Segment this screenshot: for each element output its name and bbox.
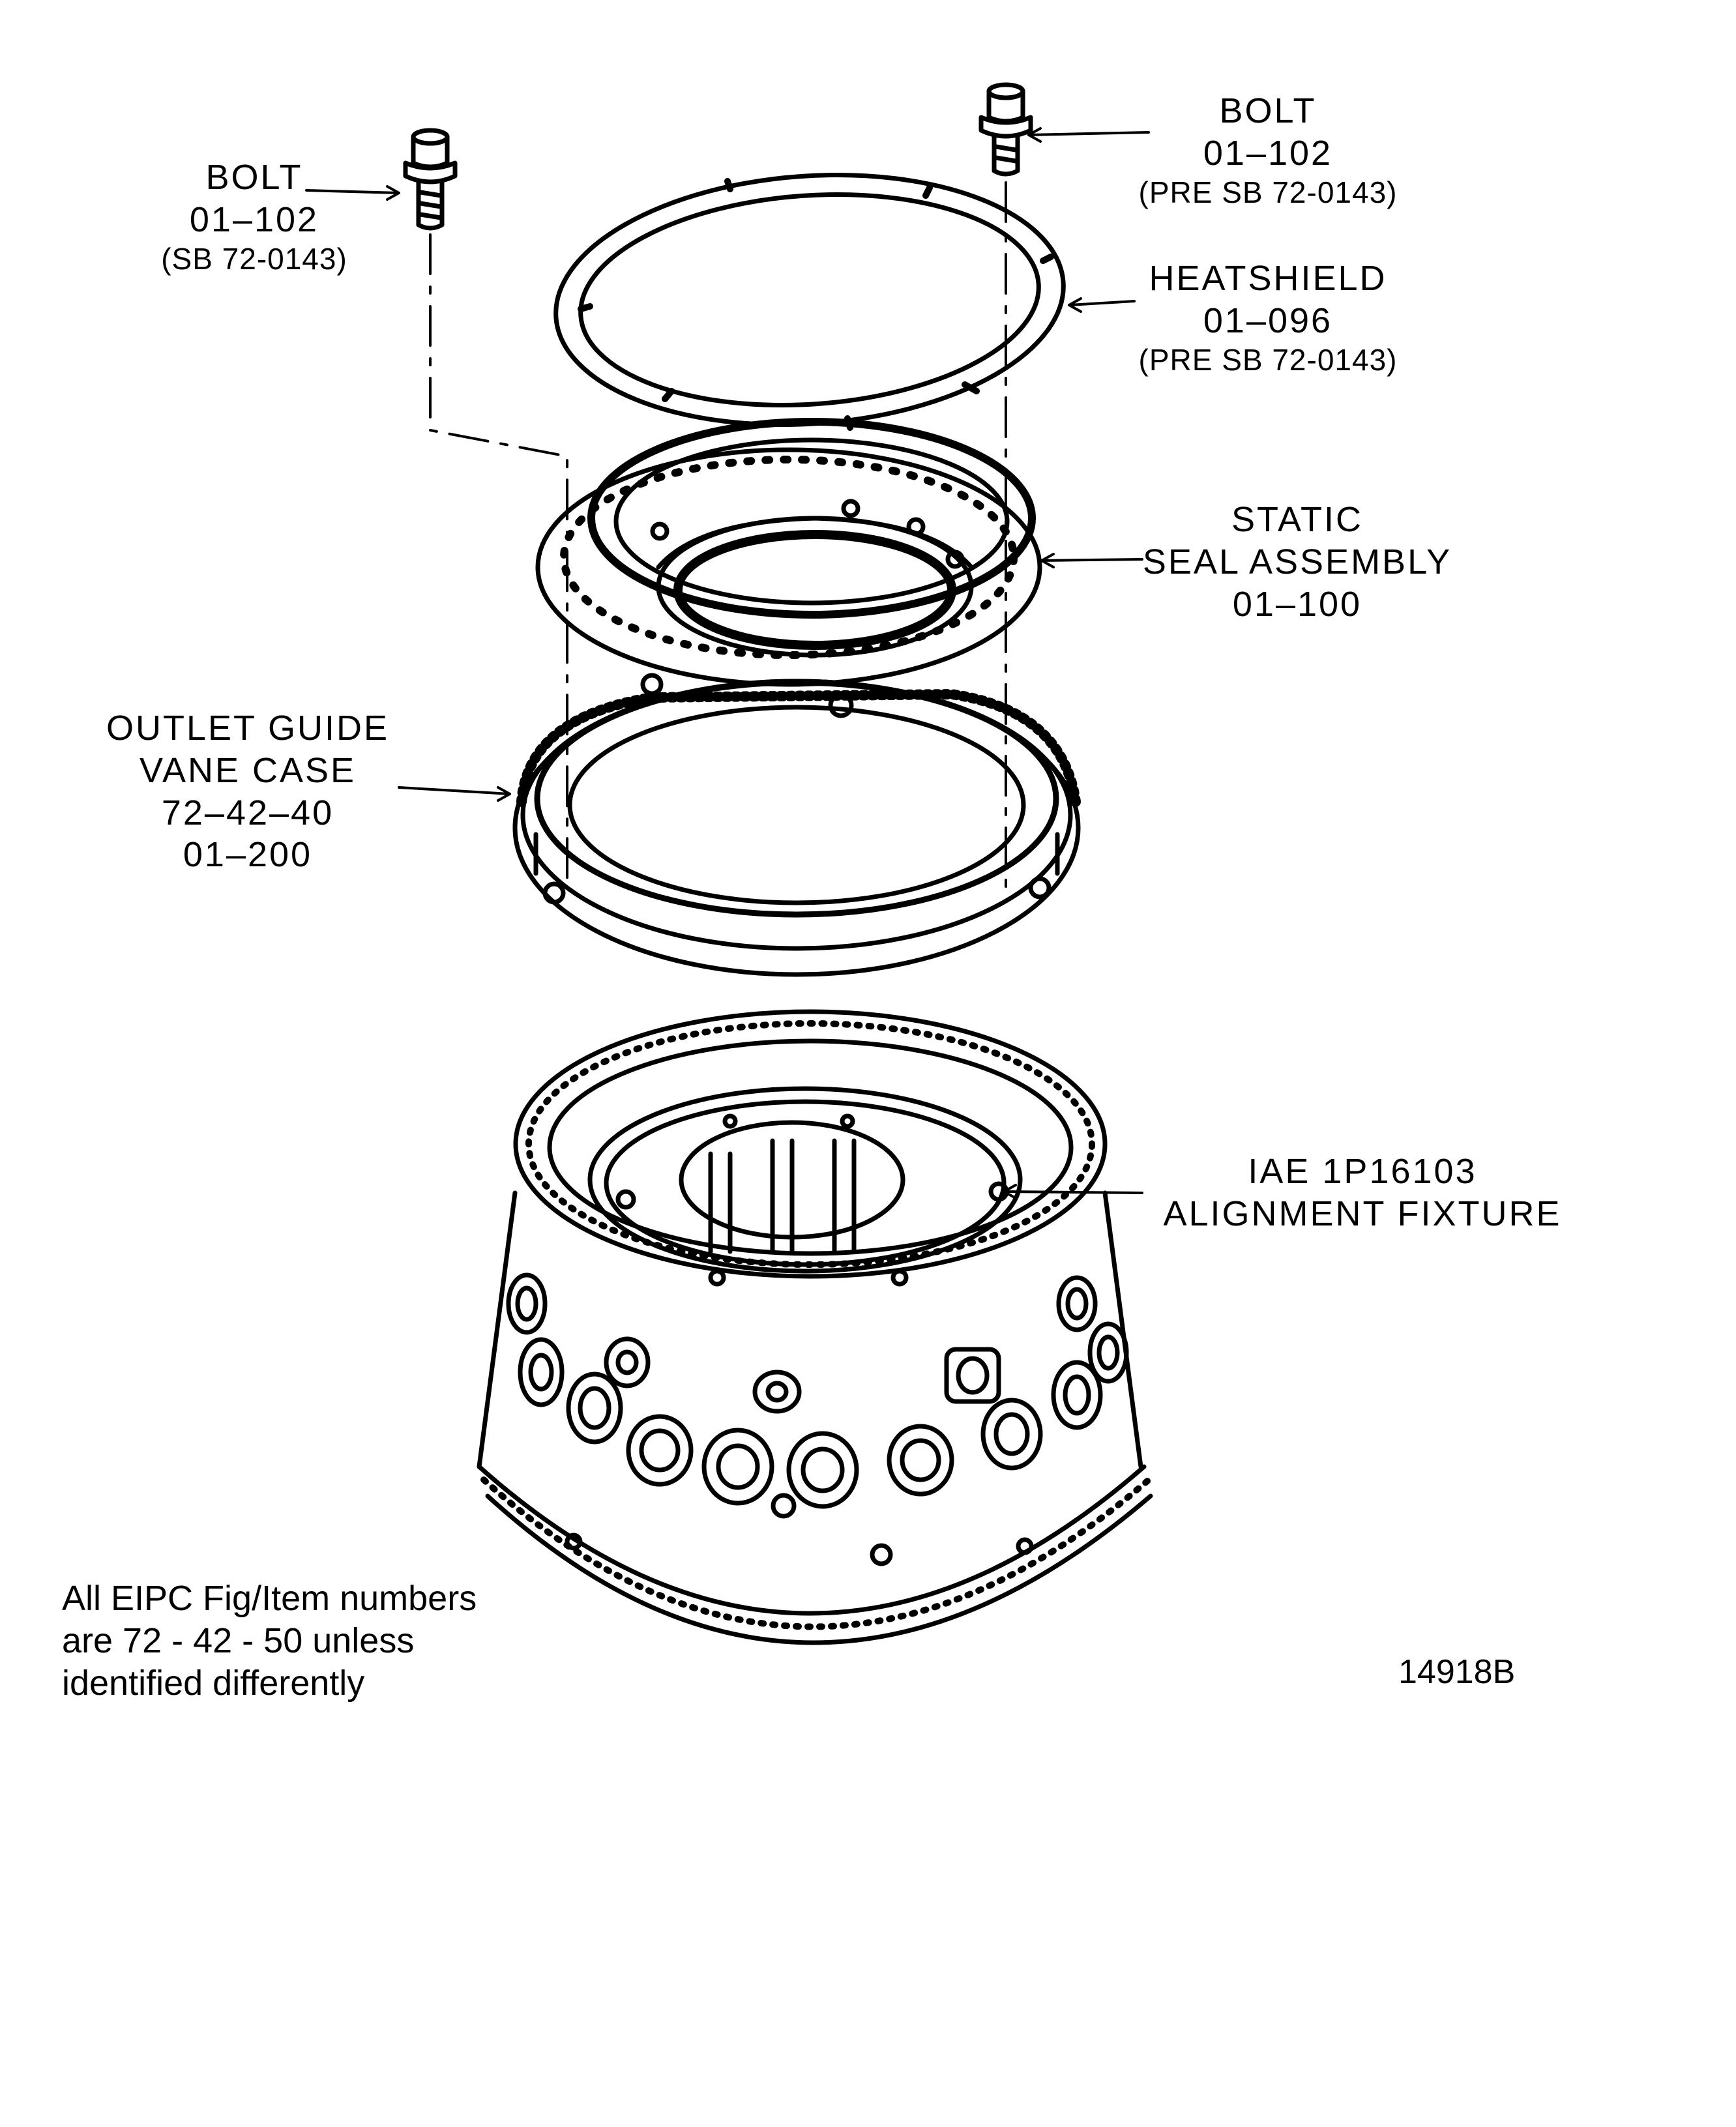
leader-lines	[305, 127, 1150, 1199]
figure-id: 14918B	[1398, 1653, 1516, 1691]
footnote-line1: All EIPC Fig/Item numbers	[62, 1579, 477, 1618]
callout-heatshield: HEATSHIELD 01–096 (PRE SB 72-0143)	[1121, 257, 1415, 378]
callout-bolt-pre-sb-item: 01–102	[1203, 133, 1333, 173]
static-seal-assembly-drawing	[535, 418, 1042, 687]
callout-bolt-sb-note: (SB 72-0143)	[161, 241, 347, 276]
callout-bolt-sb-name: BOLT	[205, 158, 303, 197]
footnote: All EIPC Fig/Item numbers are 72 - 42 - …	[62, 1577, 477, 1704]
callout-static-seal-assembly: STATIC SEAL ASSEMBLY 01–100	[1134, 499, 1460, 625]
callout-outlet-guide-vane-case: OUTLET GUIDE VANE CASE 72–42–40 01–200	[91, 707, 404, 876]
callout-bolt-sb-item: 01–102	[189, 199, 319, 239]
callout-heatshield-item: 01–096	[1203, 301, 1333, 340]
alignment-fixture-drawing	[477, 1009, 1153, 1645]
footnote-line2: are 72 - 42 - 50 unless	[62, 1621, 415, 1660]
bolt-right-drawing	[978, 82, 1033, 177]
outlet-guide-vane-case-drawing	[512, 673, 1081, 977]
callout-alignment-fixture: IAE 1P16103 ALIGNMENT FIXTURE	[1147, 1151, 1578, 1235]
footnote-line3: identified differently	[62, 1663, 365, 1703]
callout-bolt-pre-sb-note: (PRE SB 72-0143)	[1138, 175, 1398, 209]
heatshield-drawing	[553, 173, 1066, 431]
callout-static-seal-item: 01–100	[1232, 584, 1362, 624]
callout-alignment-fixture-line2: ALIGNMENT FIXTURE	[1163, 1194, 1562, 1233]
callout-ogv-case-item: 01–200	[183, 835, 313, 875]
callout-heatshield-name: HEATSHIELD	[1149, 259, 1387, 298]
callout-static-seal-line2: SEAL ASSEMBLY	[1142, 542, 1452, 581]
callout-bolt-sb: BOLT 01–102 (SB 72-0143)	[117, 156, 391, 277]
callout-alignment-fixture-line1: IAE 1P16103	[1248, 1152, 1477, 1191]
bolt-left-drawing	[403, 128, 458, 231]
callout-ogv-case-ref: 72–42–40	[161, 793, 334, 832]
callout-heatshield-note: (PRE SB 72-0143)	[1138, 342, 1398, 377]
callout-bolt-pre-sb-name: BOLT	[1219, 91, 1317, 130]
callout-ogv-case-line1: OUTLET GUIDE	[106, 709, 390, 748]
callout-bolt-pre-sb: BOLT 01–102 (PRE SB 72-0143)	[1121, 90, 1415, 211]
callout-static-seal-line1: STATIC	[1231, 500, 1363, 539]
callout-ogv-case-line2: VANE CASE	[139, 750, 357, 790]
